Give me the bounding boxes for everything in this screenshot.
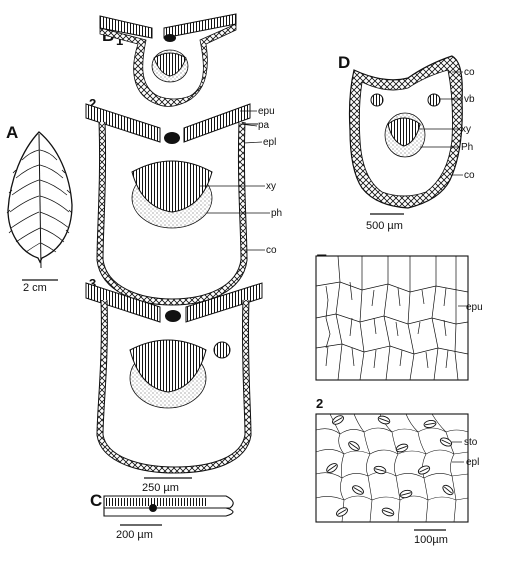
label-epl-b: epl: [263, 137, 276, 148]
label-epu-b: epu: [258, 106, 275, 117]
scale-label-d: 500 µm: [366, 220, 403, 232]
b3-vascular-bundle: [130, 340, 206, 408]
section-b1: B 1: [100, 14, 236, 107]
panel-label-e2: 2: [316, 396, 323, 411]
panel-label-a: A: [6, 123, 18, 142]
label-sto: sto: [464, 437, 478, 448]
label-co-d-bottom: co: [464, 170, 475, 181]
b1-vascular-bundle: [152, 50, 188, 82]
panel-e1-upper-epidermis: E 1 epu: [316, 251, 483, 380]
panel-d-petiole: D co vb xy Ph co 500 µm: [338, 53, 475, 232]
scale-label-c: 200 µm: [116, 529, 153, 541]
label-xy-b: xy: [266, 181, 276, 192]
panel-e2-lower-epidermis: 2 sto: [316, 396, 479, 546]
panel-label-c: C: [90, 491, 102, 510]
label-co-b: co: [266, 245, 277, 256]
label-ph-b: ph: [271, 208, 282, 219]
d-vascular-bundle: [385, 113, 425, 157]
section-b3: 3 250 µm: [86, 276, 262, 494]
label-vb: vb: [464, 94, 475, 105]
label-ph-d: Ph: [461, 142, 473, 153]
panel-a-leaf: A 2 cm: [6, 123, 72, 294]
scale-label-a: 2 cm: [23, 282, 47, 294]
label-epl-e: epl: [466, 457, 479, 468]
b2-vascular-bundle: [132, 161, 212, 228]
label-pa: pa: [258, 120, 270, 131]
scale-label-b: 250 µm: [142, 482, 179, 494]
label-co-d-top: co: [464, 67, 475, 78]
section-b2: 2: [86, 96, 258, 302]
b3-lateral-bundle: [214, 342, 230, 358]
label-epu-e: epu: [466, 302, 483, 313]
section-c: C 200 µm: [90, 491, 233, 541]
panel-label-d: D: [338, 53, 350, 72]
label-xy-d: xy: [461, 124, 471, 135]
scale-label-e: 100µm: [414, 534, 448, 546]
